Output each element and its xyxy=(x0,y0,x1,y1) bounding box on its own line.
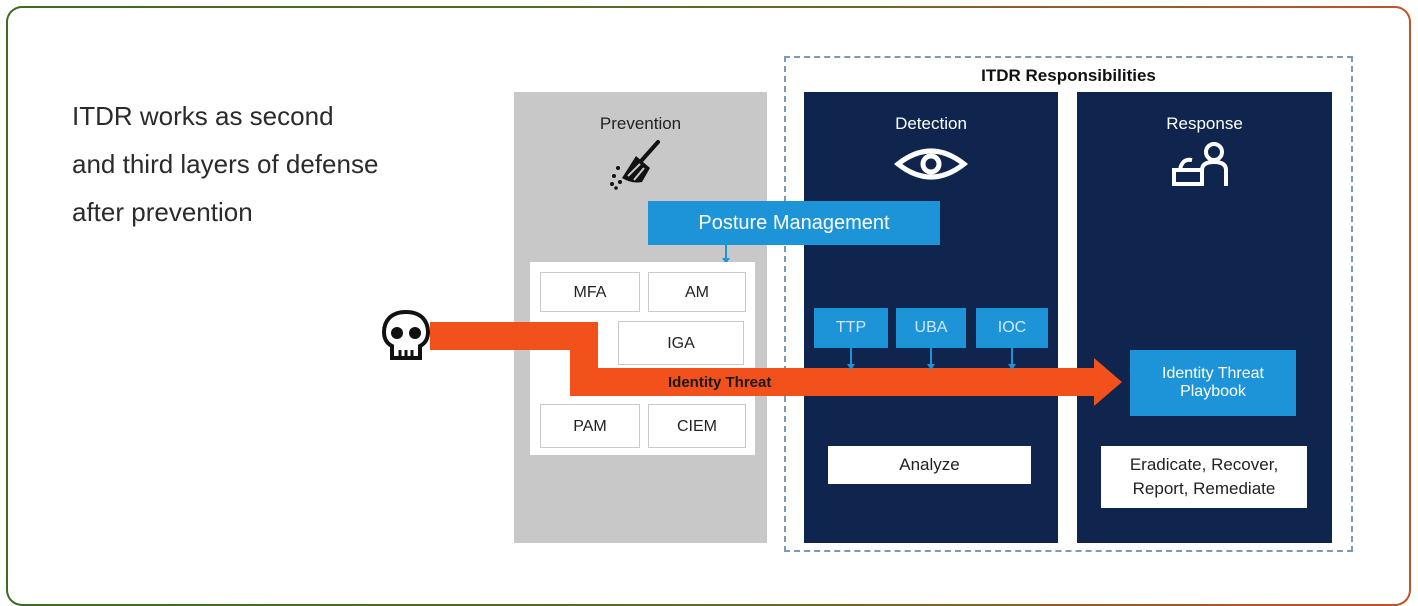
intro-line-2: and third layers of defense xyxy=(72,149,379,179)
response-actions-line-2: Report, Remediate xyxy=(1132,479,1276,498)
analyze-box: Analyze xyxy=(828,446,1031,484)
control-mfa: MFA xyxy=(540,272,640,312)
identity-threat-arrow xyxy=(430,322,1122,406)
intro-text: ITDR works as second and third layers of… xyxy=(72,92,472,236)
detection-chip-ioc: IOC xyxy=(976,308,1048,348)
detection-chip-uba: UBA xyxy=(896,308,966,348)
detection-title: Detection xyxy=(895,114,967,133)
intro-line-1: ITDR works as second xyxy=(72,101,334,131)
detection-chip-ttp: TTP xyxy=(814,308,888,348)
skull-icon xyxy=(381,309,431,360)
eye-icon xyxy=(894,148,968,180)
detection-connectors xyxy=(847,346,1016,370)
broom-icon xyxy=(610,140,660,190)
response-actions-box: Eradicate, Recover, Report, Remediate xyxy=(1101,446,1307,508)
posture-management-box: Posture Management xyxy=(648,201,940,245)
control-ciem: CIEM xyxy=(648,404,746,448)
itdr-responsibilities-frame xyxy=(784,56,1353,552)
itdr-responsibilities-title: ITDR Responsibilities xyxy=(981,66,1156,85)
control-am: AM xyxy=(648,272,746,312)
playbook-line-2: Playbook xyxy=(1180,383,1246,400)
response-title: Response xyxy=(1166,114,1243,133)
responder-icon xyxy=(1172,142,1228,186)
intro-line-3: after prevention xyxy=(72,197,253,227)
prevention-title: Prevention xyxy=(599,114,682,133)
control-iga: IGA xyxy=(618,321,744,365)
identity-threat-playbook: Identity Threat Playbook xyxy=(1130,350,1296,416)
playbook-line-1: Identity Threat xyxy=(1162,365,1264,382)
identity-threat-label: Identity Threat xyxy=(668,374,772,391)
response-actions-line-1: Eradicate, Recover, xyxy=(1129,455,1279,474)
control-pam: PAM xyxy=(540,404,640,448)
